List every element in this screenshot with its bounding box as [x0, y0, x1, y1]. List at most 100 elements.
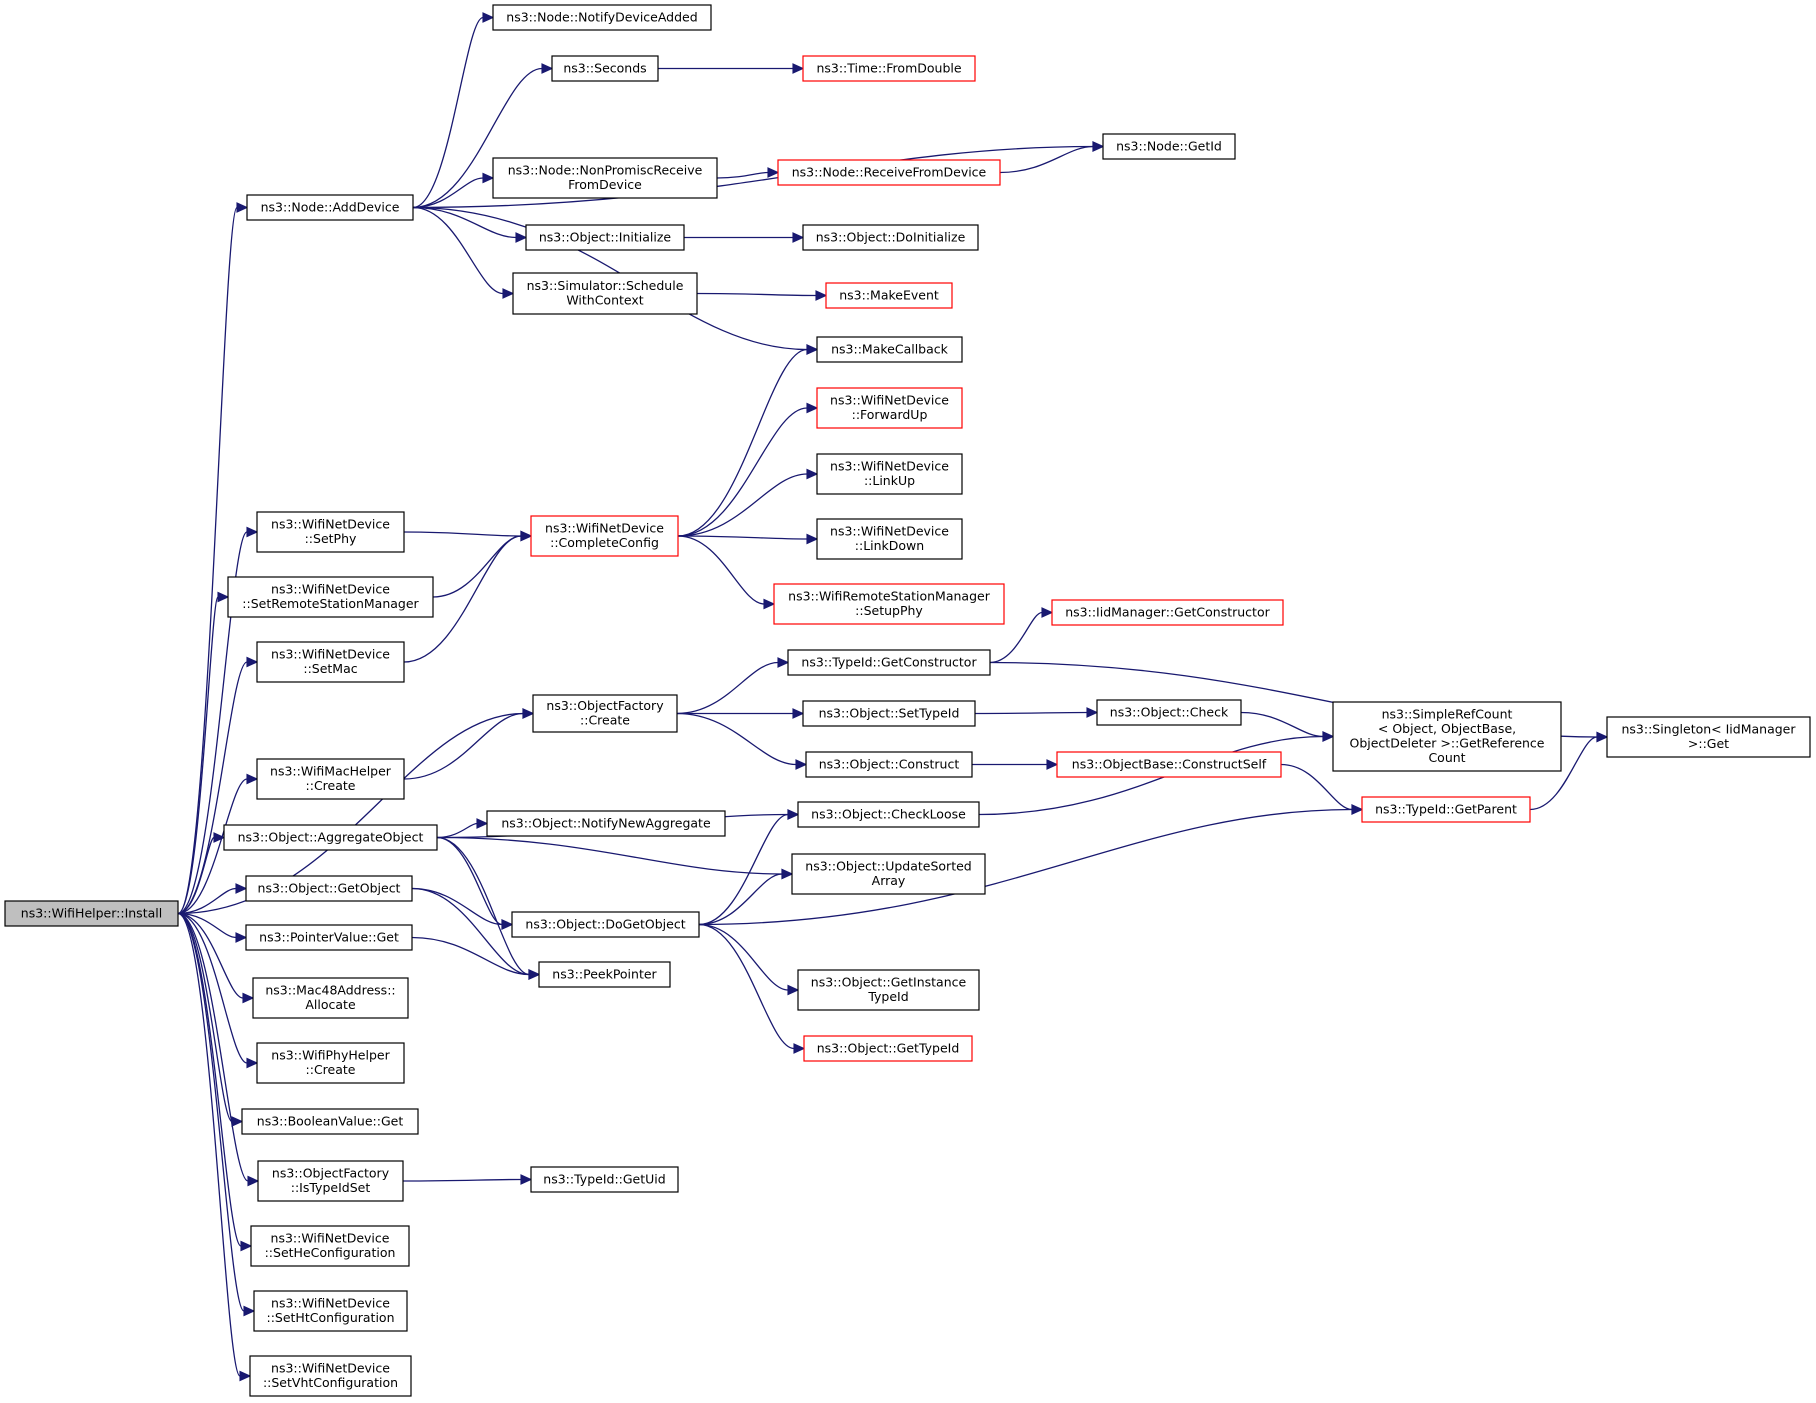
node-setupphy[interactable]: ns3::WifiRemoteStationManager::SetupPhy [773, 583, 1005, 625]
node-check[interactable]: ns3::Object::Check [1096, 699, 1242, 726]
node-label: ::Create [306, 778, 356, 793]
node-notifynewaggregate[interactable]: ns3::Object::NotifyNewAggregate [486, 810, 726, 837]
arrowhead [806, 468, 819, 480]
edge-adddevice-to-schedulewithcontext [412, 206, 515, 299]
node-box [1332, 701, 1562, 772]
node-box [486, 810, 726, 837]
arrowhead [247, 1175, 260, 1187]
node-box [816, 518, 963, 560]
node-forwardup[interactable]: ns3::WifiNetDevice::ForwardUp [816, 387, 963, 429]
arrowhead [792, 232, 805, 243]
node-simplerefcount[interactable]: ns3::SimpleRefCount< Object, ObjectBase,… [1332, 701, 1562, 772]
node-sethtconfiguration[interactable]: ns3::WifiNetDevice::SetHtConfiguration [253, 1290, 408, 1332]
node-aggregateobject[interactable]: ns3::Object::AggregateObject [223, 824, 438, 851]
edge-line [411, 936, 530, 976]
node-box [227, 576, 434, 618]
node-setmac[interactable]: ns3::WifiNetDevice::SetMac [256, 641, 405, 683]
edge-getparent-to-singletonget [1529, 731, 1609, 811]
node-getid[interactable]: ns3::Node::GetId [1102, 133, 1236, 160]
node-initialize[interactable]: ns3::Object::Initialize [525, 224, 685, 251]
node-wifimachelpercreate[interactable]: ns3::WifiMacHelper::Create [256, 758, 405, 800]
node-istypeidset[interactable]: ns3::ObjectFactory::IsTypeIdSet [257, 1160, 404, 1202]
node-constructself[interactable]: ns3::ObjectBase::ConstructSelf [1056, 751, 1282, 778]
node-notifydeviceadded[interactable]: ns3::Node::NotifyDeviceAdded [492, 4, 712, 31]
node-gettypeid[interactable]: ns3::Object::GetTypeId [803, 1035, 973, 1062]
node-seconds[interactable]: ns3::Seconds [551, 55, 659, 82]
node-booleanvalueget[interactable]: ns3::BooleanValue::Get [241, 1108, 419, 1135]
node-makeevent[interactable]: ns3::MakeEvent [825, 282, 953, 309]
edge-pointervalueget-to-peekpointer [411, 936, 541, 980]
node-adddevice[interactable]: ns3::Node::AddDevice [246, 194, 414, 221]
node-label: ns3::WifiNetDevice [271, 1361, 390, 1376]
node-label: Allocate [305, 997, 356, 1012]
edge-install-to-wifiphyhelpercreate [177, 912, 259, 1069]
edge-line [177, 712, 524, 915]
edge-line [412, 67, 543, 209]
edge-install-to-wifimachelpercreate [177, 773, 259, 915]
edge-objectfactorycreate-to-settypeid [676, 708, 805, 719]
node-pointervalueget[interactable]: ns3::PointerValue::Get [245, 924, 413, 951]
node-completeconfig[interactable]: ns3::WifiNetDevice::CompleteConfig [530, 515, 679, 557]
node-box [803, 1035, 973, 1062]
node-setheconfiguration[interactable]: ns3::WifiNetDevice::SetHeConfiguration [250, 1225, 410, 1267]
node-peekpointer[interactable]: ns3::PeekPointer [538, 961, 671, 988]
node-makecallback[interactable]: ns3::MakeCallback [816, 336, 963, 363]
edge-line [677, 348, 808, 537]
node-iidgetconstructor[interactable]: ns3::IidManager::GetConstructor [1051, 599, 1284, 626]
arrowhead [792, 708, 805, 719]
arrowhead [806, 533, 819, 545]
node-getparent[interactable]: ns3::TypeId::GetParent [1361, 796, 1531, 823]
edge-line [412, 206, 517, 239]
node-install[interactable]: ns3::WifiHelper::Install [4, 900, 179, 927]
edge-layer [177, 12, 1609, 1382]
edge-aggregateobject-to-updatesortedarray [436, 836, 794, 880]
node-checkloose[interactable]: ns3::Object::CheckLoose [797, 801, 980, 828]
node-box [802, 224, 979, 251]
node-singletonget[interactable]: ns3::Singleton< IidManager>::Get [1606, 716, 1811, 758]
node-setphy[interactable]: ns3::WifiNetDevice::SetPhy [256, 511, 405, 553]
arrowhead [482, 172, 495, 184]
node-dogetobject[interactable]: ns3::Object::DoGetObject [511, 911, 700, 938]
node-getobject[interactable]: ns3::Object::GetObject [245, 875, 413, 902]
edge-initialize-to-doinitialize [683, 232, 805, 243]
node-label: ::SetupPhy [855, 603, 923, 618]
arrowhead [806, 344, 819, 355]
node-doinitialize[interactable]: ns3::Object::DoInitialize [802, 224, 979, 251]
node-box [797, 801, 980, 828]
node-box [816, 453, 963, 495]
node-label: ns3::PointerValue::Get [259, 929, 399, 944]
node-label: ns3::Singleton< IidManager [1621, 722, 1796, 737]
node-objectfactorycreate[interactable]: ns3::ObjectFactory::Create [532, 694, 678, 733]
node-typeidgetconstructor[interactable]: ns3::TypeId::GetConstructor [787, 649, 991, 676]
node-mac48allocate[interactable]: ns3::Mac48Address::Allocate [252, 977, 409, 1019]
node-setremotestationmanager[interactable]: ns3::WifiNetDevice::SetRemoteStationMana… [227, 576, 434, 618]
arrowhead [515, 232, 528, 243]
edge-line [698, 808, 1353, 926]
edge-line [403, 535, 522, 663]
node-construct[interactable]: ns3::Object::Construct [805, 751, 973, 778]
node-linkup[interactable]: ns3::WifiNetDevice::LinkUp [816, 453, 963, 495]
arrowhead [806, 402, 819, 414]
edge-install-to-booleanvalueget [177, 912, 244, 1127]
node-getuid[interactable]: ns3::TypeId::GetUid [530, 1166, 679, 1193]
node-linkdown[interactable]: ns3::WifiNetDevice::LinkDown [816, 518, 963, 560]
edge-install-to-setphy [177, 526, 259, 915]
edge-line [696, 292, 817, 297]
node-wifiphyhelpercreate[interactable]: ns3::WifiPhyHelper::Create [256, 1042, 405, 1084]
node-label: ::LinkDown [855, 538, 924, 553]
node-box [1056, 751, 1282, 778]
node-receivefromdevice[interactable]: ns3::Node::ReceiveFromDevice [777, 159, 1001, 186]
node-setvhtconfiguration[interactable]: ns3::WifiNetDevice::SetVhtConfiguration [249, 1355, 412, 1397]
node-label: ns3::TypeId::GetParent [1375, 801, 1517, 816]
node-label: ns3::SimpleRefCount [1382, 707, 1513, 722]
node-settypeid[interactable]: ns3::Object::SetTypeId [802, 700, 976, 727]
node-fromdouble[interactable]: ns3::Time::FromDouble [802, 55, 976, 82]
edge-line [403, 712, 524, 780]
edge-schedulewithcontext-to-makeevent [696, 290, 828, 301]
node-label: ::IsTypeIdSet [291, 1180, 371, 1195]
node-label: ObjectDeleter >::GetReference [1349, 736, 1544, 751]
